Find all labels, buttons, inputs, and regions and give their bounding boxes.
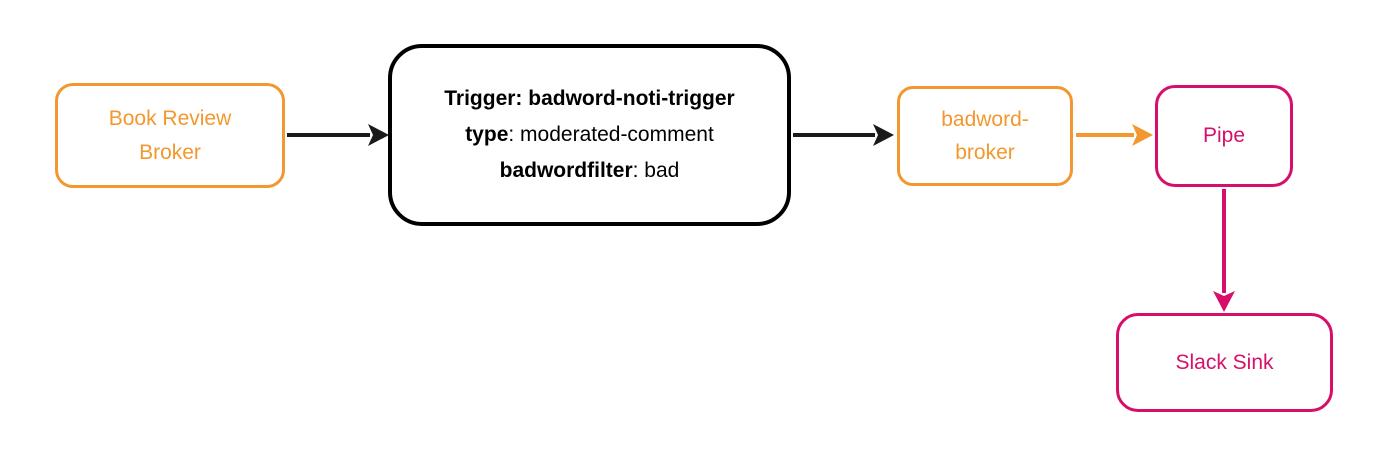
node-book-review-broker: Book Review Broker <box>55 83 285 188</box>
trigger-line-3: badwordfilter: bad <box>500 153 680 189</box>
edge-badword-broker-to-pipe <box>1076 124 1153 146</box>
edge-trigger-to-badword-broker <box>793 124 894 146</box>
node-pipe: Pipe <box>1155 85 1293 187</box>
edge-book-review-to-trigger <box>287 124 389 146</box>
node-book-review-broker-label: Book Review Broker <box>108 107 232 164</box>
node-pipe-label: Pipe <box>1202 124 1246 148</box>
node-slack-sink: Slack Sink <box>1116 313 1333 412</box>
node-badword-broker: badword-broker <box>897 86 1073 186</box>
trigger-filter-key: badwordfilter <box>499 159 633 182</box>
trigger-type-value: : moderated-comment <box>508 123 714 146</box>
node-badword-broker-label: badword-broker <box>941 107 1029 164</box>
trigger-line-1: Trigger: badword-noti-trigger <box>444 81 734 117</box>
trigger-type-key: type <box>465 123 509 146</box>
trigger-filter-value: : bad <box>632 159 680 182</box>
trigger-name-text: Trigger: badword-noti-trigger <box>444 87 735 110</box>
node-trigger: Trigger: badword-noti-trigger type: mode… <box>388 44 791 226</box>
trigger-line-2: type: moderated-comment <box>465 117 714 153</box>
node-slack-sink-label: Slack Sink <box>1175 350 1274 374</box>
edge-pipe-to-slack-sink <box>1213 189 1235 312</box>
